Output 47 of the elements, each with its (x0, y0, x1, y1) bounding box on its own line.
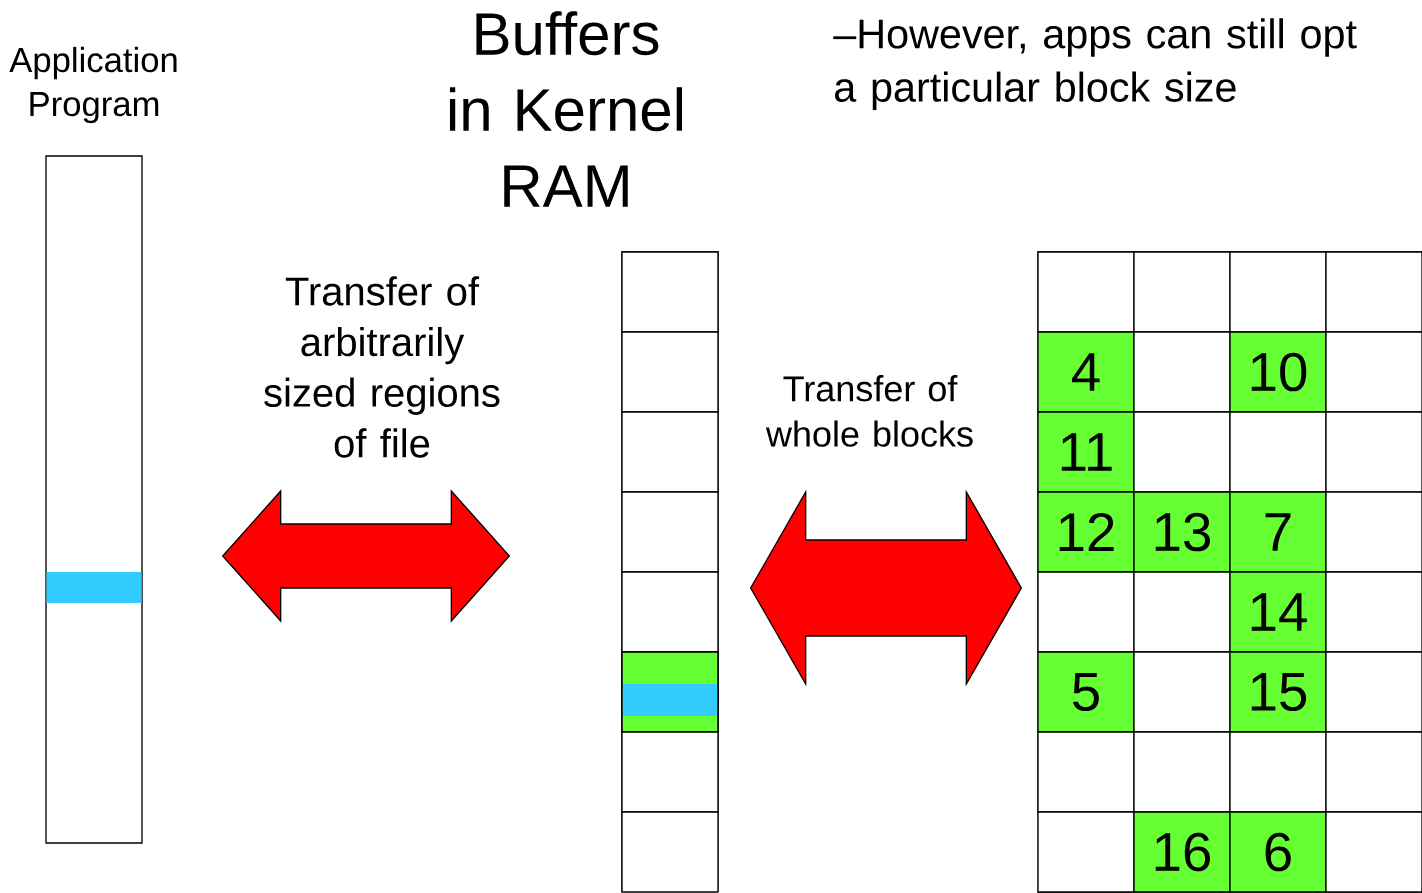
block-cell (1325, 811, 1422, 893)
block-cell (1037, 251, 1135, 333)
heading: Application Program (9, 46, 177, 124)
block-cell (1133, 411, 1231, 493)
note-text: –However, apps can still opt a particular block size (833, 18, 1357, 111)
block-cell (1133, 331, 1231, 413)
block-cell (1325, 731, 1422, 813)
block-cell: 10 (1229, 331, 1327, 413)
block-cell (1325, 571, 1422, 653)
block-cell (1229, 411, 1327, 493)
buffer-slot (621, 571, 719, 653)
heading: Buffers in Kernel RAM (449, 11, 682, 207)
block-cell: 12 (1037, 491, 1135, 573)
block-cell: 11 (1037, 411, 1135, 493)
block-cell: 5 (1037, 651, 1135, 733)
block-cell: 15 (1229, 651, 1327, 733)
block-cell (1133, 651, 1231, 733)
double-arrow (749, 489, 1023, 687)
buffer-slot (621, 251, 719, 333)
block-cell (1325, 651, 1422, 733)
block-cell (1133, 571, 1231, 653)
block-cell: 14 (1229, 571, 1327, 653)
buffer-slot (621, 731, 719, 813)
block-cell (1133, 251, 1231, 333)
block-cell (1037, 571, 1135, 653)
buffer-slot (621, 651, 719, 733)
block-cell: 16 (1133, 811, 1231, 893)
block-cell (1133, 731, 1231, 813)
block-cell (1229, 731, 1327, 813)
double-arrow (221, 489, 511, 623)
block-cell: 4 (1037, 331, 1135, 413)
buffer-slot (621, 411, 719, 493)
buffer-slot (621, 331, 719, 413)
block-cell (1325, 251, 1422, 333)
edge-label: Transfer of arbitrarily sized regions of file (264, 276, 500, 458)
block-cell: 7 (1229, 491, 1327, 573)
block-cell (1325, 331, 1422, 413)
block-cell (1037, 731, 1135, 813)
block-cell (1037, 811, 1135, 893)
block-cell (1229, 251, 1327, 333)
block-cell: 13 (1133, 491, 1231, 573)
block-cell: 6 (1229, 811, 1327, 893)
edge-label: Transfer of whole blocks (765, 375, 973, 447)
buffer-slot (621, 491, 719, 573)
block-cell (1325, 411, 1422, 493)
block-cell (1325, 491, 1422, 573)
buffer-slot (621, 811, 719, 893)
